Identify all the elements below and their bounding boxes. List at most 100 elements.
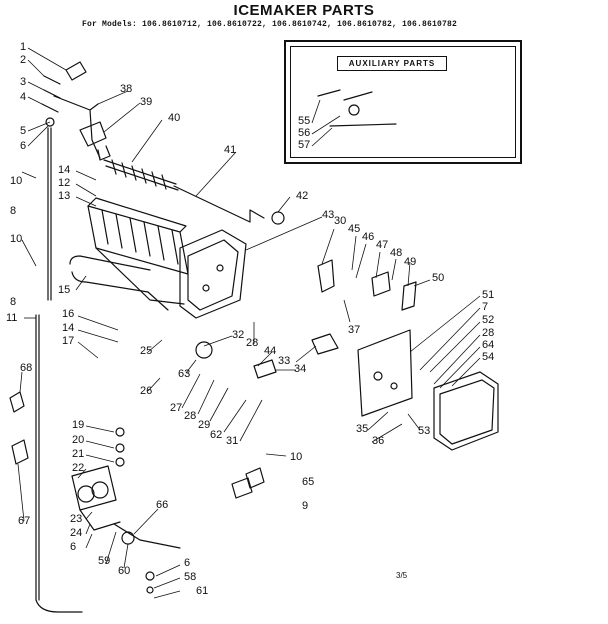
callout-23: 23 xyxy=(70,513,83,525)
switch-parts xyxy=(317,259,417,311)
callout-6b: 6 xyxy=(70,541,77,553)
fill-tube-rod xyxy=(35,127,83,613)
callout-14b: 14 xyxy=(62,322,75,334)
callout-32: 32 xyxy=(232,329,245,341)
callout-67: 67 xyxy=(18,515,31,527)
callout-41: 41 xyxy=(224,144,237,156)
callout-43: 43 xyxy=(322,209,335,221)
callout-51: 51 xyxy=(482,289,495,301)
callout-20: 20 xyxy=(72,434,85,446)
small-parts-65 xyxy=(231,467,265,499)
callout-66: 66 xyxy=(156,499,169,511)
valve-fittings xyxy=(113,427,181,594)
callout-46: 46 xyxy=(362,231,375,243)
callout-64: 64 xyxy=(482,339,495,351)
callout-9: 9 xyxy=(302,500,309,512)
callout-65: 65 xyxy=(302,476,315,488)
callout-42: 42 xyxy=(296,190,309,202)
callout-26: 26 xyxy=(140,385,153,397)
callout-8b: 8 xyxy=(10,296,17,308)
callout-40: 40 xyxy=(168,112,181,124)
callout-6c: 6 xyxy=(184,557,191,569)
callout-21: 21 xyxy=(72,448,85,460)
bearing-42 xyxy=(271,211,285,225)
callout-63: 63 xyxy=(178,368,191,380)
callout-54: 54 xyxy=(482,351,495,363)
callout-36: 36 xyxy=(372,435,385,447)
aux-parts xyxy=(317,89,397,127)
callout-28a: 28 xyxy=(184,410,197,422)
control-housing xyxy=(179,229,247,319)
callout-13: 13 xyxy=(58,190,71,202)
callout-37: 37 xyxy=(348,324,361,336)
callout-50: 50 xyxy=(432,272,445,284)
callout-6: 6 xyxy=(20,140,27,152)
callout-31: 31 xyxy=(226,435,239,447)
diagram-title: ICEMAKER PARTS xyxy=(233,2,375,19)
callout-30: 30 xyxy=(334,215,347,227)
callout-59: 59 xyxy=(98,555,111,567)
callout-10c: 10 xyxy=(290,451,303,463)
drive-motor xyxy=(253,333,339,379)
callout-3: 3 xyxy=(20,76,27,88)
callout-60: 60 xyxy=(118,565,131,577)
page-number: 3/5 xyxy=(396,571,408,580)
callout-53: 53 xyxy=(418,425,431,437)
mold-heater xyxy=(69,255,169,311)
auxiliary-parts-inner-frame xyxy=(290,46,516,158)
callout-44: 44 xyxy=(264,345,277,357)
mounting-bracket-assembly xyxy=(41,61,111,161)
callout-58: 58 xyxy=(184,571,197,583)
front-cover xyxy=(433,371,499,451)
auxiliary-parts-box xyxy=(284,40,522,164)
callout-7: 7 xyxy=(482,301,489,313)
callout-28b: 28 xyxy=(246,337,259,349)
callout-1: 1 xyxy=(20,41,27,53)
callout-62: 62 xyxy=(210,429,223,441)
auxiliary-parts-label: AUXILIARY PARTS xyxy=(337,56,447,71)
shutoff-arm xyxy=(173,185,265,223)
callout-55: 55 xyxy=(298,115,311,127)
water-valve xyxy=(71,465,121,531)
callout-49: 49 xyxy=(404,256,417,268)
callout-52: 52 xyxy=(482,314,495,326)
callout-57: 57 xyxy=(298,139,311,151)
leader-lines xyxy=(17,47,481,599)
callout-68: 68 xyxy=(20,362,33,374)
callout-27: 27 xyxy=(170,402,183,414)
callout-5: 5 xyxy=(20,125,27,137)
callout-10a: 10 xyxy=(10,175,23,187)
callout-56: 56 xyxy=(298,127,311,139)
mounting-plate xyxy=(357,329,413,417)
callout-48: 48 xyxy=(390,247,403,259)
wire-clips xyxy=(9,391,29,465)
callout-11: 11 xyxy=(6,312,18,324)
callout-33: 33 xyxy=(278,355,291,367)
callout-16: 16 xyxy=(62,308,75,320)
callout-22: 22 xyxy=(72,462,85,474)
callout-29: 29 xyxy=(198,419,211,431)
callout-25: 25 xyxy=(140,345,153,357)
ejector-blades xyxy=(103,159,179,191)
callout-4: 4 xyxy=(20,91,27,103)
callout-39: 39 xyxy=(140,96,153,108)
callout-24: 24 xyxy=(70,527,83,539)
callout-12: 12 xyxy=(58,177,71,189)
callout-19: 19 xyxy=(72,419,85,431)
callout-8a: 8 xyxy=(10,205,17,217)
callout-28c: 28 xyxy=(482,327,495,339)
callout-15: 15 xyxy=(58,284,71,296)
callout-2: 2 xyxy=(20,54,27,66)
callout-17: 17 xyxy=(62,335,75,347)
callout-35: 35 xyxy=(356,423,369,435)
callout-61: 61 xyxy=(196,585,209,597)
callout-38: 38 xyxy=(120,83,133,95)
callout-45: 45 xyxy=(348,223,361,235)
thermostat-32 xyxy=(195,341,213,359)
ice-mold xyxy=(87,197,189,305)
callout-47: 47 xyxy=(376,239,389,251)
models-line: For Models: 106.8610712, 106.8610722, 10… xyxy=(82,20,458,29)
callout-10b: 10 xyxy=(10,233,23,245)
